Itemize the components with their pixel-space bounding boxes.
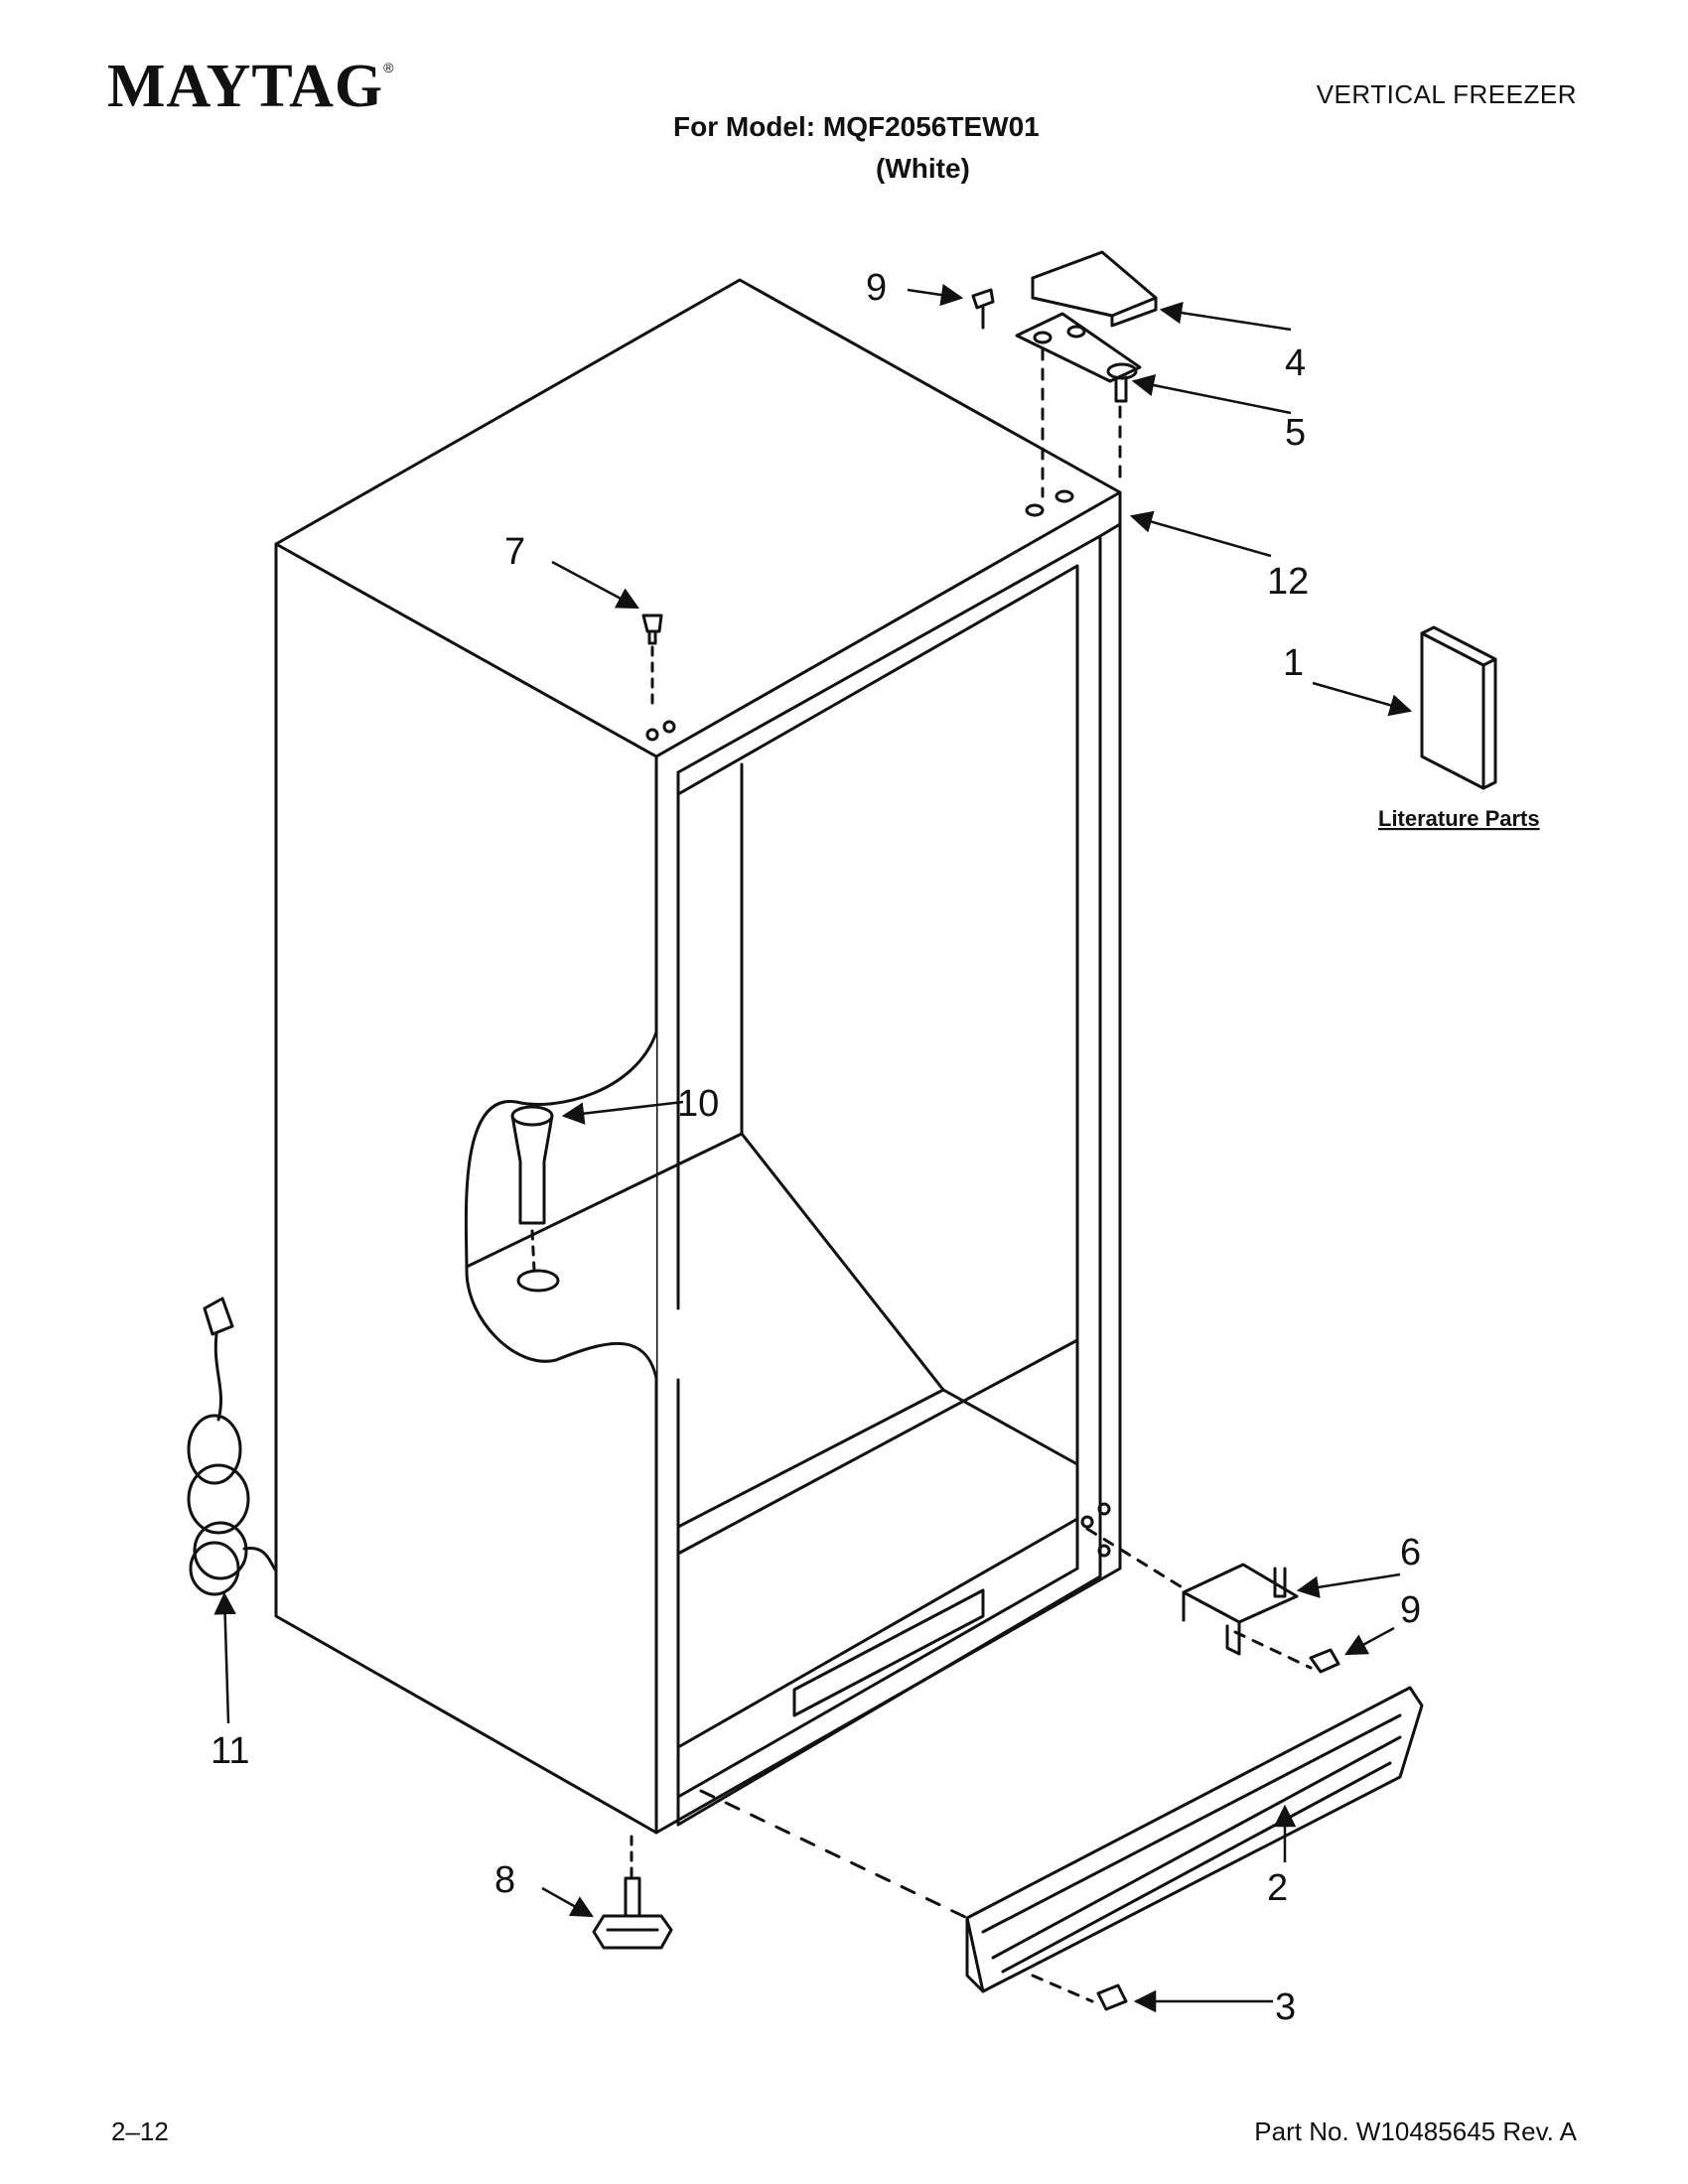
top-plug (641, 614, 676, 742)
model-variant: (White) (876, 153, 970, 184)
callout-10: 10 (677, 1083, 719, 1125)
callout-12: 12 (1267, 561, 1309, 603)
callout-7: 7 (504, 531, 525, 573)
callout-9-bottom: 9 (1400, 1589, 1421, 1631)
callout-5: 5 (1285, 412, 1306, 454)
callout-labels: 9 4 5 12 1 7 10 11 6 9 2 3 8 (211, 267, 1421, 2028)
cabinet-shell (274, 278, 1122, 1835)
callout-6: 6 (1400, 1532, 1421, 1573)
callout-4: 4 (1285, 342, 1306, 384)
registered-mark: ® (383, 60, 395, 75)
model-title: For Model: MQF2056TEW01 (673, 111, 1040, 142)
callout-8: 8 (494, 1859, 515, 1901)
literature-parts-booklet (1420, 625, 1497, 790)
power-cord (187, 1297, 278, 1596)
page-number: 2–12 (111, 2116, 169, 2146)
part-number: Part No. W10485645 Rev. A (1254, 2116, 1577, 2146)
callout-3: 3 (1275, 1986, 1296, 2028)
callout-9-top: 9 (866, 267, 887, 309)
drain-tube (510, 1105, 560, 1293)
brand-name: MAYTAG (107, 53, 384, 120)
literature-parts-label: Literature Parts (1378, 806, 1540, 831)
callout-2: 2 (1267, 1867, 1288, 1909)
leveling-leg (592, 1835, 673, 1950)
brand-logo: MAYTAG® (107, 52, 394, 122)
callout-11: 11 (211, 1730, 249, 1772)
document-type: VERTICAL FREEZER (1316, 79, 1577, 109)
toe-grille (699, 1588, 1424, 2011)
top-hinge-assembly (971, 250, 1158, 517)
leader-arrows (213, 283, 1413, 2013)
callout-1: 1 (1283, 642, 1304, 684)
